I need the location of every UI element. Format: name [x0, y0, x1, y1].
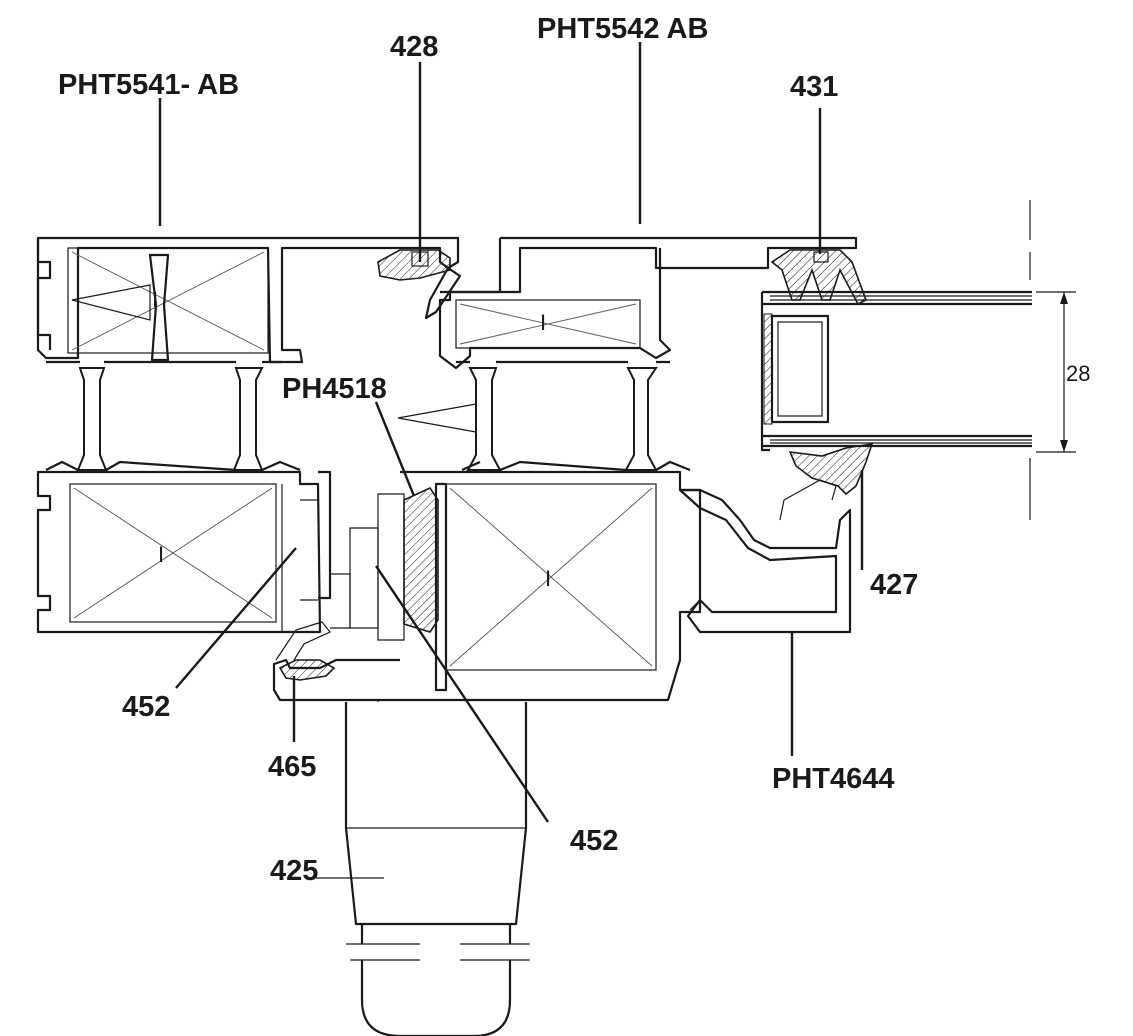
label-452-right: 452	[570, 825, 618, 857]
svg-text:I: I	[545, 566, 551, 591]
label-ph4518: PH4518	[282, 373, 387, 405]
leader-lines	[158, 42, 864, 879]
label-452-left: 452	[122, 691, 170, 723]
gasket-427	[788, 443, 874, 496]
label-pht4644: PHT4644	[772, 763, 895, 795]
svg-text:I: I	[152, 287, 158, 312]
handle-425	[344, 700, 530, 1036]
left-profile: I I	[36, 236, 460, 634]
label-428: 428	[390, 31, 438, 63]
label-425: 425	[270, 855, 318, 887]
label-427: 427	[870, 569, 918, 601]
label-pht5541: PHT5541- AB	[58, 69, 239, 101]
label-465: 465	[268, 751, 316, 783]
gasket-431	[770, 249, 867, 306]
dimension-28	[1036, 291, 1076, 453]
label-pht5542: PHT5542 AB	[537, 13, 708, 45]
svg-text:I: I	[540, 310, 546, 335]
center-profile: I I	[272, 236, 858, 702]
gasket-465	[275, 621, 336, 681]
part-labels: PHT5541- AB 428 PHT5542 AB 431 PH4518 28…	[58, 13, 1090, 887]
label-dim-28: 28	[1066, 361, 1090, 386]
glazing-unit	[760, 200, 1032, 520]
label-431: 431	[790, 71, 838, 103]
svg-text:I: I	[158, 542, 164, 567]
